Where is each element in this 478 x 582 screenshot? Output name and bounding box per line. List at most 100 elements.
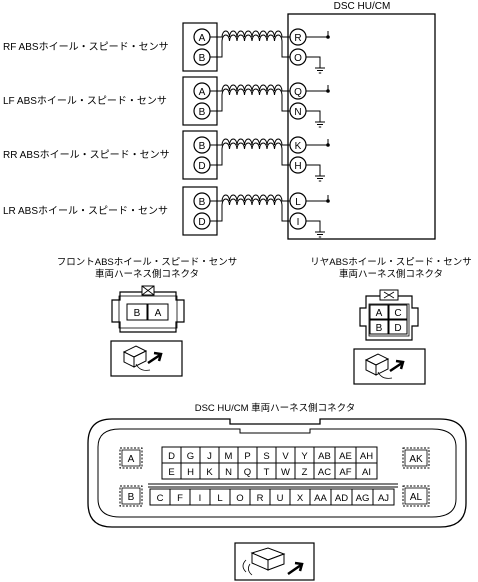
pin-label: L <box>217 493 222 504</box>
sensor-label: RF ABSホイール・スピード・センサ <box>3 41 169 53</box>
pin-label: V <box>282 451 289 462</box>
pin-label: K <box>295 141 302 152</box>
pin-label: AJ <box>378 493 389 504</box>
ecu-box <box>287 13 436 240</box>
pin-label: C <box>157 493 164 504</box>
pin-cell <box>369 304 389 320</box>
connector-inner <box>118 295 178 329</box>
ecu-lead <box>306 220 321 227</box>
pin-label: W <box>281 467 290 478</box>
pin-label: J <box>207 451 212 462</box>
corner-terminal-inner <box>121 487 141 505</box>
pin-label: AB <box>318 451 331 462</box>
pin-cell <box>126 303 148 321</box>
pin-label: N <box>225 467 232 478</box>
corner-terminal-inner <box>404 487 428 505</box>
pin-cell <box>355 462 378 480</box>
ecu-lead <box>306 164 321 171</box>
pin-label: AA <box>314 493 327 504</box>
pin-label: X <box>297 493 304 504</box>
connector-inner <box>97 428 457 518</box>
pin-label: A <box>155 308 162 319</box>
pin-cell <box>369 319 389 335</box>
pin-label: F <box>177 493 183 504</box>
corner-terminal-inner <box>121 449 141 467</box>
pin-cell <box>147 303 169 321</box>
pin-label: A <box>376 308 383 319</box>
sensor-label: RR ABSホイール・スピード・センサ <box>3 149 170 161</box>
pin-label: Q <box>244 467 251 478</box>
pin-label: E <box>168 467 174 478</box>
pin-label: B <box>199 197 206 208</box>
connector-title: リヤABSホイール・スピード・センサ <box>310 257 472 268</box>
signal-wire <box>210 84 290 92</box>
signal-wire <box>210 194 290 202</box>
view-arrow <box>147 351 163 365</box>
pin-label: P <box>244 451 250 462</box>
pin-label: I <box>199 493 202 504</box>
pin-label: D <box>168 451 175 462</box>
connector-title: DSC HU/CM 車両ハーネス側コネクタ <box>195 402 356 414</box>
pin-label: M <box>225 451 233 462</box>
sensor-label: LR ABSホイール・スピード・センサ <box>3 205 168 217</box>
ecu-title: DSC HU/CM <box>334 1 391 12</box>
pin-label: D <box>198 161 205 172</box>
view-arrow <box>389 359 405 373</box>
pin-label: U <box>277 493 284 504</box>
ecu-lead <box>306 56 321 63</box>
plug-wire <box>242 559 253 576</box>
pin-label: R <box>294 33 301 44</box>
plug-wire <box>135 363 151 371</box>
pin-label: D <box>394 323 401 334</box>
pin-label: D <box>198 217 205 228</box>
signal-wire <box>210 142 290 166</box>
pin-label: A <box>199 87 206 98</box>
pin-cell <box>372 488 395 506</box>
pin-label: B <box>134 308 141 319</box>
pin-label: Q <box>294 87 302 98</box>
pin-label: B <box>128 492 135 503</box>
signal-wire <box>210 88 290 112</box>
pin-label: K <box>206 467 213 478</box>
pin-label: L <box>295 197 301 208</box>
connector-title: フロントABSホイール・スピード・センサ <box>57 257 238 268</box>
pin-label: I <box>297 217 300 228</box>
plug-face <box>267 553 285 571</box>
pin-label: B <box>376 323 383 334</box>
pin-label: B <box>199 141 206 152</box>
pin-label: AK <box>409 454 423 465</box>
view-arrow <box>287 561 304 576</box>
pin-label: A <box>199 33 206 44</box>
pin-label: S <box>263 451 269 462</box>
signal-wire <box>210 138 290 146</box>
ecu-lead <box>306 110 321 117</box>
pin-label: R <box>257 493 264 504</box>
connector-title: 車両ハーネス側コネクタ <box>95 268 199 280</box>
pin-label: AI <box>362 467 371 478</box>
pin-label: AF <box>339 467 351 478</box>
pin-cell <box>388 319 408 335</box>
pin-label: AE <box>339 451 352 462</box>
pin-label: H <box>294 161 301 172</box>
pin-label: B <box>199 107 206 118</box>
pin-label: Z <box>302 467 308 478</box>
connector-title: 車両ハーネス側コネクタ <box>339 268 443 280</box>
pin-label: Y <box>301 451 308 462</box>
signal-wire <box>210 30 290 38</box>
pin-label: AL <box>410 492 423 503</box>
pin-label: AH <box>360 451 373 462</box>
plug-face <box>133 350 147 368</box>
signal-wire <box>210 198 290 222</box>
signal-wire <box>210 34 290 58</box>
pin-label: AD <box>335 493 348 504</box>
connector-latch-x <box>383 291 395 299</box>
pin-label: B <box>199 53 206 64</box>
pin-label: G <box>187 451 194 462</box>
connector-inner <box>368 303 410 337</box>
pin-label: C <box>394 308 401 319</box>
pin-label: A <box>128 454 135 465</box>
